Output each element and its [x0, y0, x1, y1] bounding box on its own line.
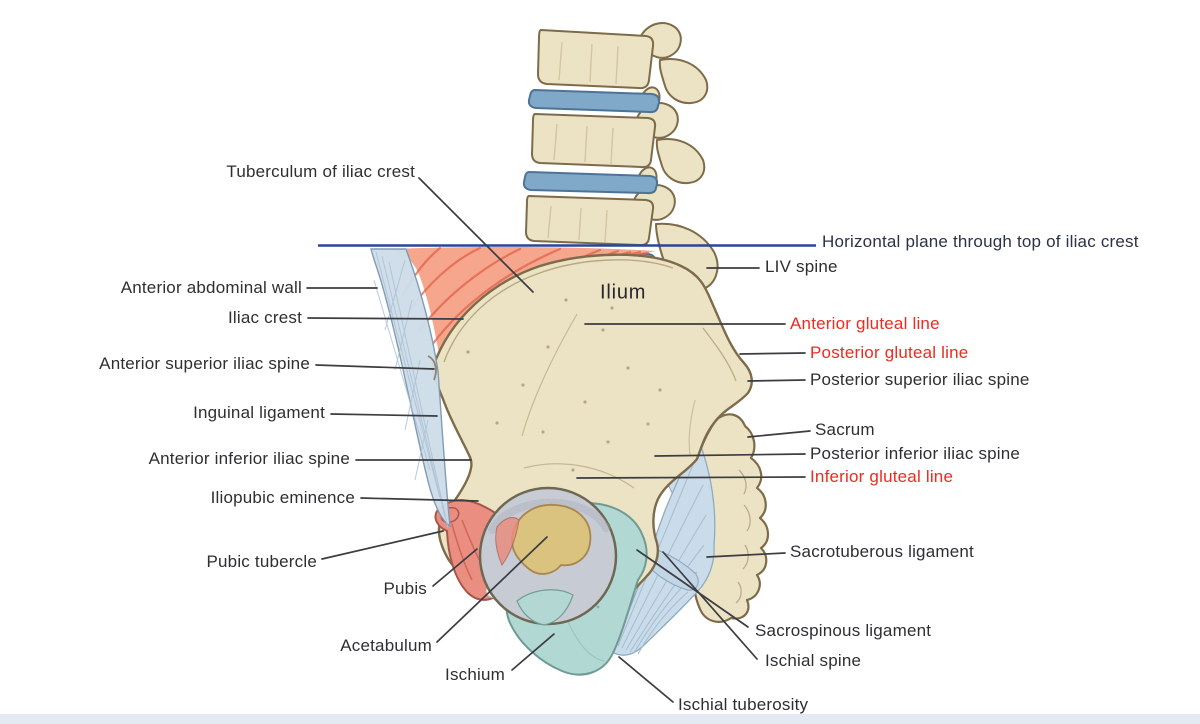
label-iliopubic-eminence: Iliopubic eminence: [210, 488, 355, 508]
abdominal-wall-band: [370, 248, 451, 529]
label-acetabulum: Acetabulum: [340, 636, 432, 656]
acetabulum-socket: [478, 486, 618, 626]
label-pubic-tubercle: Pubic tubercle: [206, 552, 317, 572]
label-ischial-spine: Ischial spine: [765, 651, 862, 671]
label-horizontal-plane: Horizontal plane through top of iliac cr…: [822, 232, 1139, 252]
label-sacrotuberous-ligament: Sacrotuberous ligament: [790, 542, 974, 562]
label-anterior-superior-iliac-spine: Anterior superior iliac spine: [99, 354, 310, 374]
label-posterior-superior-iliac-spine: Posterior superior iliac spine: [810, 370, 1030, 390]
label-ilium: Ilium: [600, 281, 647, 304]
label-posterior-inferior-iliac-spine: Posterior inferior iliac spine: [810, 444, 1021, 464]
label-ischium: Ischium: [445, 665, 505, 685]
nutrient-foramina-dots: [466, 298, 662, 472]
label-tuberculum-of-iliac-crest: Tuberculum of iliac crest: [226, 162, 415, 182]
label-anterior-abdominal-wall: Anterior abdominal wall: [120, 278, 302, 298]
leader-lines: [306, 177, 811, 703]
label-ischial-tuberosity: Ischial tuberosity: [678, 695, 809, 715]
label-inferior-gluteal-line: Inferior gluteal line: [810, 467, 954, 487]
label-anterior-inferior-iliac-spine: Anterior inferior iliac spine: [148, 449, 350, 469]
label-anterior-gluteal-line: Anterior gluteal line: [790, 314, 940, 334]
label-iliac-crest: Iliac crest: [228, 308, 302, 328]
acetabular-notch: [516, 589, 574, 626]
label-liv-spine: LIV spine: [765, 257, 838, 277]
acetabular-fossa: [511, 504, 592, 575]
label-sacrum: Sacrum: [815, 420, 875, 440]
label-sacrospinous-ligament: Sacrospinous ligament: [755, 621, 932, 641]
bottom-strip: [0, 714, 1200, 724]
label-inguinal-ligament: Inguinal ligament: [193, 403, 325, 423]
label-pubis: Pubis: [383, 579, 427, 599]
bone-surface-lines: [443, 259, 737, 489]
label-posterior-gluteal-line: Posterior gluteal line: [810, 343, 969, 363]
